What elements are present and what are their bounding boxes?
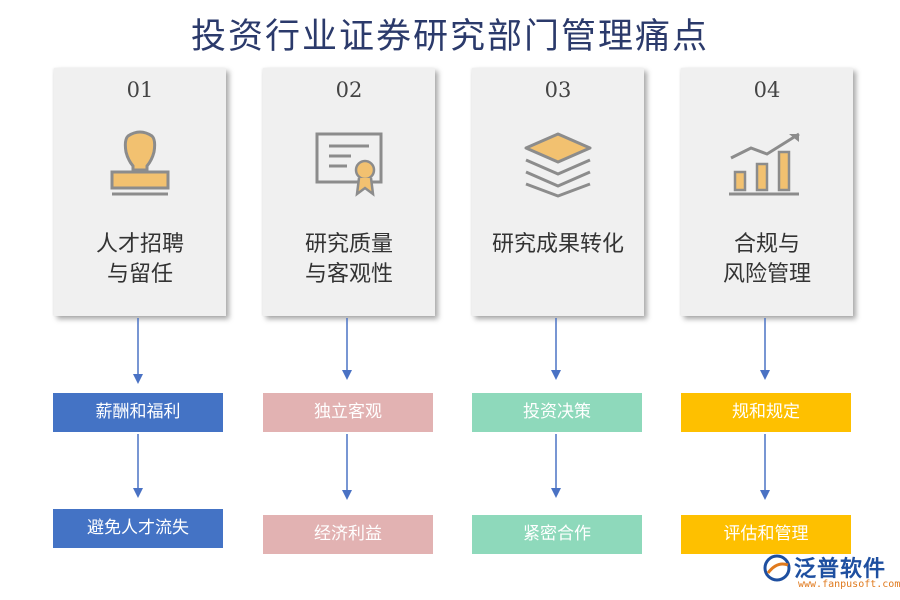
- step-box: 规和规定: [681, 393, 851, 432]
- arrow-down-icon: [760, 434, 770, 500]
- brand-logo: 泛普软件 www.fanpusoft.com: [760, 551, 900, 595]
- card-conversion: 03 研究成果转化: [472, 68, 644, 316]
- step-box: 评估和管理: [681, 515, 851, 554]
- stamp-icon: [110, 130, 170, 196]
- card-label: 研究质量 与客观性: [304, 232, 393, 287]
- card-number: 01: [126, 78, 154, 102]
- card-number: 02: [335, 78, 363, 102]
- arrow-down-icon: [133, 434, 143, 498]
- card-number: 03: [544, 78, 572, 102]
- brand-name: 泛普软件: [794, 557, 887, 582]
- step-box: 独立客观: [263, 393, 433, 432]
- step-box: 经济利益: [263, 515, 433, 554]
- card-number: 04: [753, 78, 781, 102]
- step-box: 薪酬和福利: [53, 393, 223, 432]
- card-label: 合规与 风险管理: [722, 232, 811, 287]
- arrow-down-icon: [551, 434, 561, 498]
- card-label: 研究成果转化: [491, 232, 624, 257]
- growth-chart-icon: [729, 132, 800, 196]
- arrow-down-icon: [551, 318, 561, 380]
- arrow-down-icon: [133, 318, 143, 384]
- layers-icon: [524, 132, 592, 198]
- step-box: 避免人才流失: [53, 509, 223, 548]
- card-compliance: 04 合规与 风险管理: [681, 68, 853, 316]
- arrow-down-icon: [342, 434, 352, 500]
- step-box: 紧密合作: [472, 515, 642, 554]
- step-box: 投资决策: [472, 393, 642, 432]
- certificate-icon: [315, 132, 383, 197]
- logo-mark-icon: [763, 554, 791, 582]
- card-quality: 02 研究质量 与客观性: [263, 68, 435, 316]
- card-label: 人才招聘 与留任: [95, 232, 184, 287]
- card-talent: 01 人才招聘 与留任: [54, 68, 226, 316]
- page-title: 投资行业证券研究部门管理痛点: [190, 17, 709, 57]
- arrow-down-icon: [760, 318, 770, 380]
- arrow-down-icon: [342, 318, 352, 380]
- brand-url: www.fanpusoft.com: [798, 579, 900, 590]
